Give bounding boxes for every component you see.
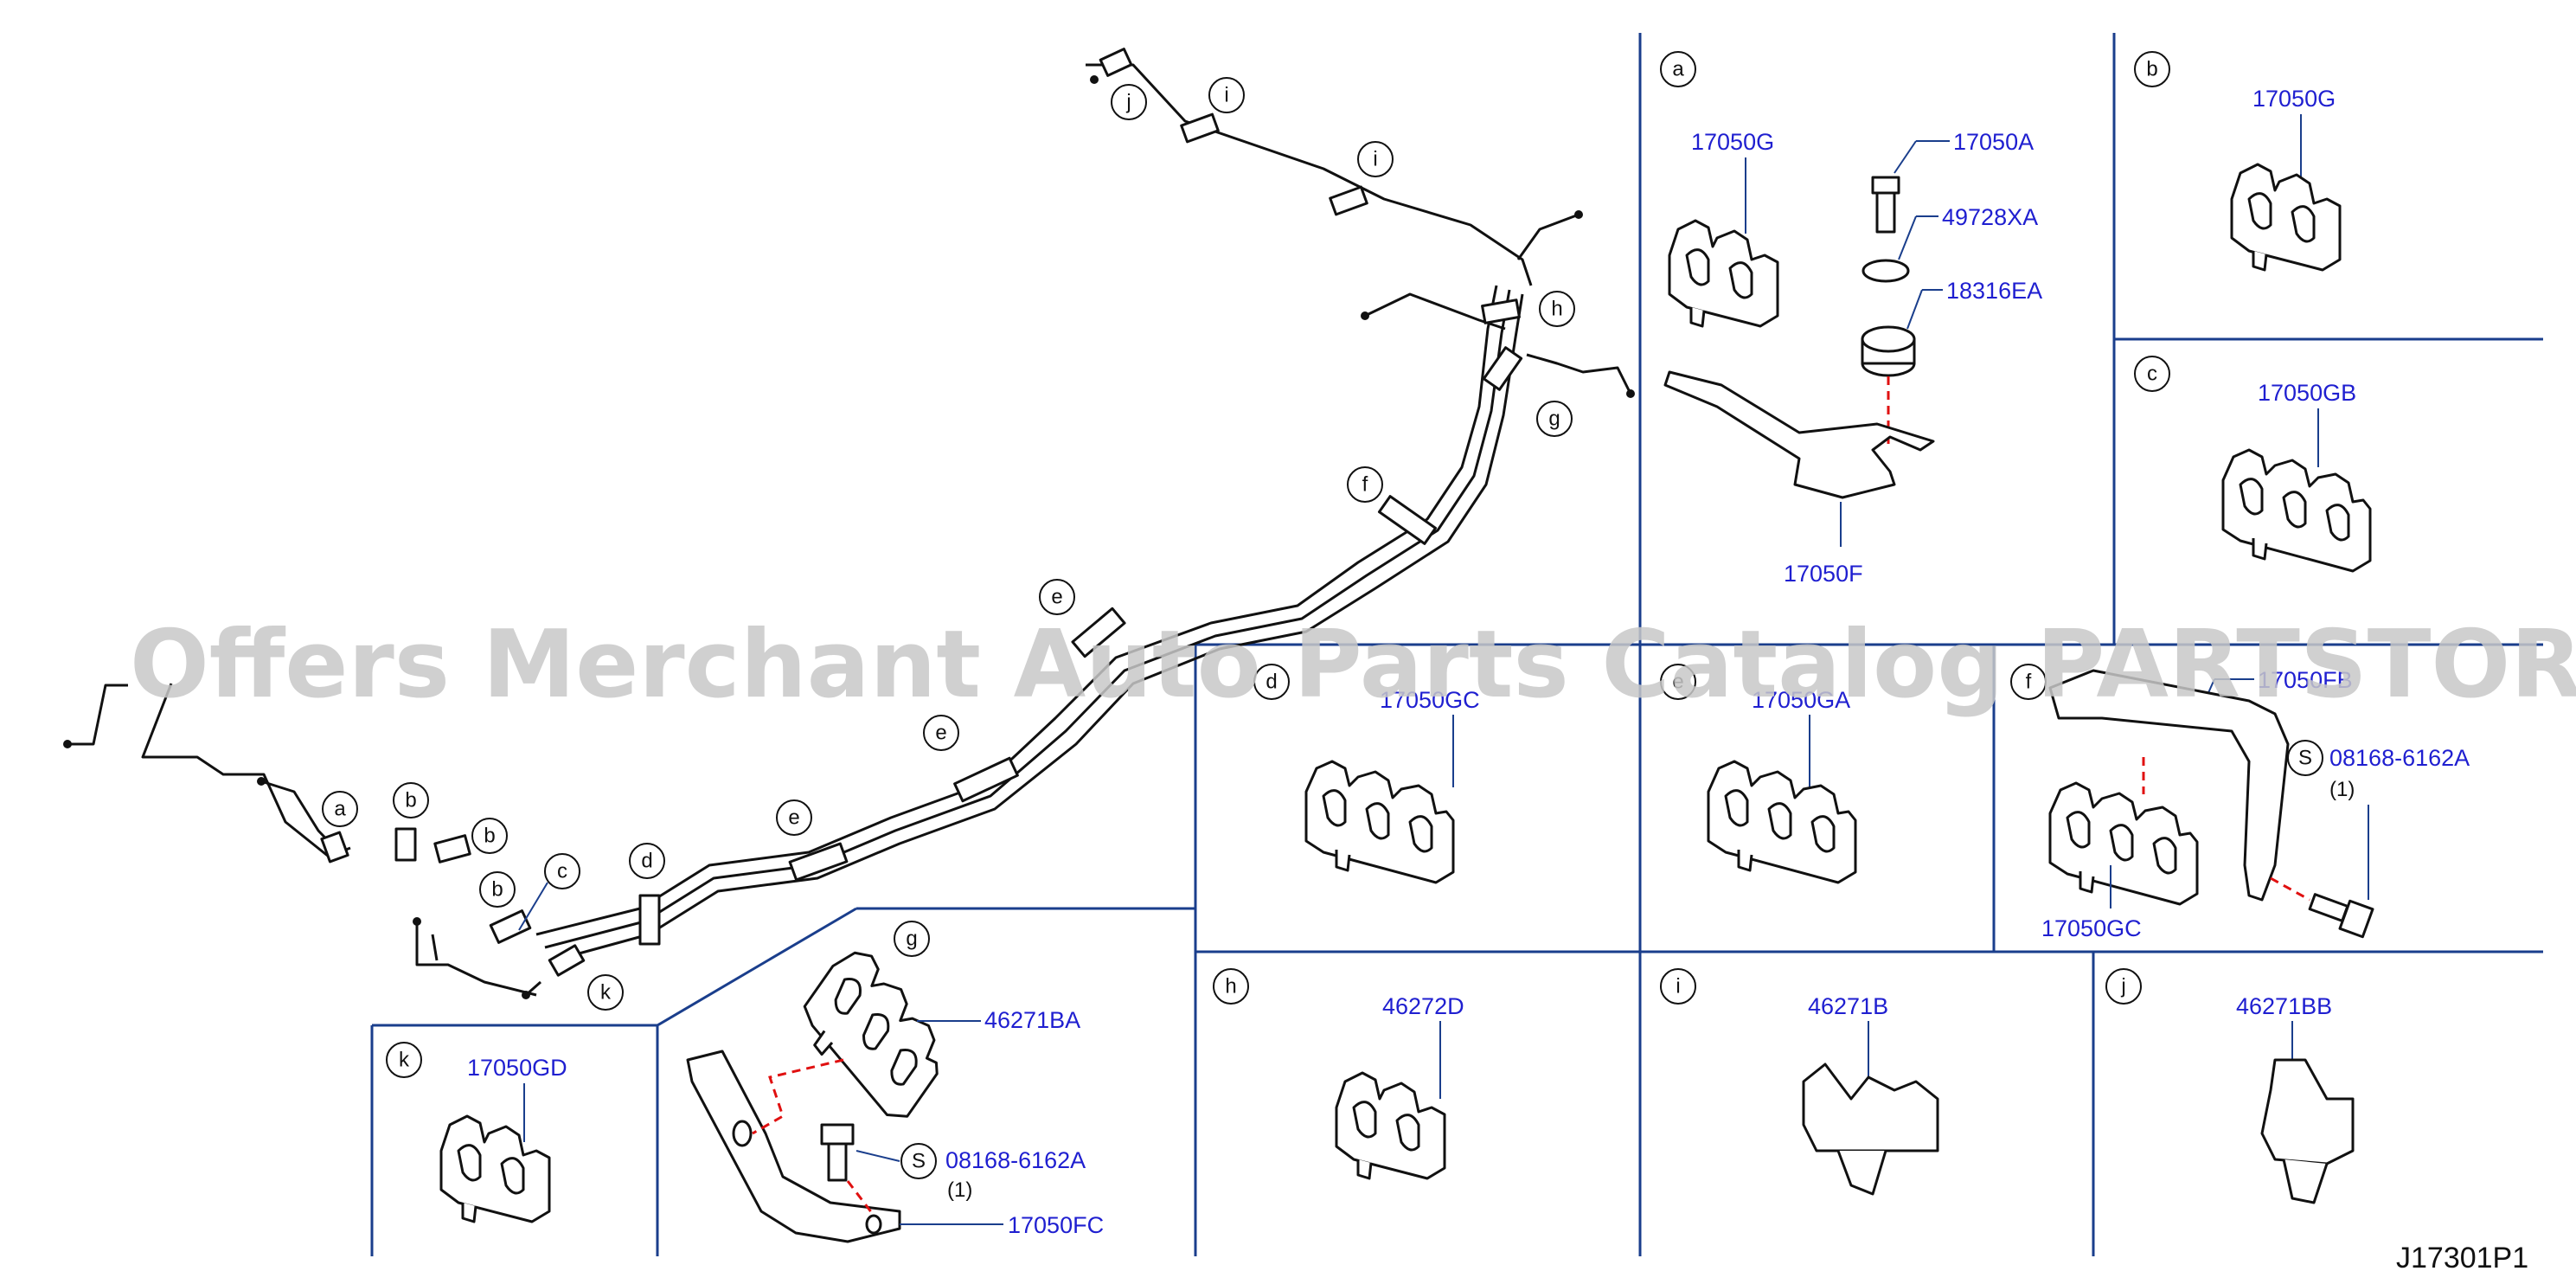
svg-text:h: h <box>1551 298 1562 321</box>
bracket <box>686 1050 901 1243</box>
panel-frames <box>370 33 2543 1256</box>
svg-text:c: c <box>557 860 567 883</box>
panel-i: i 46271B <box>1660 968 1939 1196</box>
svg-text:08168-6162A: 08168-6162A <box>2329 745 2470 771</box>
clip <box>1802 1063 1939 1152</box>
panel-c: c 17050GB <box>2134 356 2372 573</box>
washer-icon <box>1862 259 1910 283</box>
svg-text:e: e <box>788 806 799 830</box>
svg-text:i: i <box>1373 148 1377 171</box>
svg-text:a: a <box>334 798 346 821</box>
panel-g: g 46271BA S 08168-6162A (1) 17050FC <box>686 921 1104 1243</box>
svg-text:17050GC: 17050GC <box>2041 915 2142 941</box>
panel-a: a 17050G 17050A 49728XA 18316EA 17050F <box>1660 51 2042 587</box>
svg-text:k: k <box>399 1049 410 1072</box>
svg-text:17050FC: 17050FC <box>1008 1212 1104 1238</box>
overview-callouts: j i i h g f e e e d c b b b a k <box>322 77 1575 1011</box>
svg-text:h: h <box>1225 975 1236 998</box>
svg-text:b: b <box>491 878 503 902</box>
svg-text:b: b <box>2146 58 2157 81</box>
clip <box>2260 1058 2355 1165</box>
svg-text:17050F: 17050F <box>1784 561 1863 587</box>
svg-text:S: S <box>2298 747 2312 770</box>
svg-text:b: b <box>484 825 495 848</box>
svg-text:08168-6162A: 08168-6162A <box>945 1147 1086 1173</box>
svg-text:f: f <box>2026 671 2032 694</box>
svg-text:46272D: 46272D <box>1382 993 1464 1019</box>
panel-e: e 17050GA <box>1660 664 1857 884</box>
grommet-icon <box>1861 325 1916 377</box>
svg-text:f: f <box>1362 473 1368 497</box>
drawing-code: J17301P1 <box>2396 1242 2528 1274</box>
svg-text:(1): (1) <box>947 1178 972 1202</box>
svg-text:e: e <box>1051 586 1062 609</box>
svg-text:j: j <box>1125 91 1131 114</box>
svg-text:e: e <box>935 722 946 745</box>
svg-text:17050FB: 17050FB <box>2258 667 2353 693</box>
svg-text:j: j <box>2120 975 2125 998</box>
svg-text:g: g <box>1548 408 1560 431</box>
svg-text:a: a <box>1672 58 1684 81</box>
panel-d: d 17050GC <box>1253 664 1480 884</box>
svg-text:k: k <box>600 981 612 1005</box>
svg-text:49728XA: 49728XA <box>1942 204 2038 230</box>
panel-h: h 46272D <box>1213 968 1464 1180</box>
svg-text:18316EA: 18316EA <box>1946 278 2042 304</box>
svg-text:i: i <box>1224 84 1228 107</box>
bracket <box>2048 669 2290 902</box>
svg-text:c: c <box>2147 363 2157 386</box>
svg-text:d: d <box>641 850 652 873</box>
svg-text:i: i <box>1676 975 1680 998</box>
panel-k: k 17050GD <box>386 1042 567 1223</box>
svg-text:S: S <box>912 1150 926 1173</box>
panel-f: f 17050FB S 08168-6162A (1) 17050GC <box>2010 664 2470 941</box>
svg-text:d: d <box>1266 671 1277 694</box>
svg-text:46271B: 46271B <box>1808 993 1888 1019</box>
bolt-icon <box>2308 893 2374 939</box>
svg-text:g: g <box>906 928 917 951</box>
panel-b: b 17050G <box>2134 51 2342 272</box>
svg-text:b: b <box>405 789 416 812</box>
svg-text:(1): (1) <box>2329 778 2355 801</box>
svg-text:46271BB: 46271BB <box>2236 993 2332 1019</box>
bolt-icon <box>1871 176 1900 234</box>
bracket <box>1663 370 1935 499</box>
svg-text:17050G: 17050G <box>2252 86 2336 112</box>
svg-text:17050A: 17050A <box>1953 129 2034 155</box>
brake-tube-routing <box>63 48 1635 999</box>
svg-text:e: e <box>1672 671 1683 694</box>
panel-j: j 46271BB <box>2105 968 2355 1204</box>
svg-text:17050GB: 17050GB <box>2258 380 2356 406</box>
svg-text:17050GA: 17050GA <box>1752 687 1850 713</box>
svg-text:46271BA: 46271BA <box>984 1007 1080 1033</box>
svg-text:17050GC: 17050GC <box>1380 687 1480 713</box>
bolt-icon <box>820 1123 855 1182</box>
svg-text:17050GD: 17050GD <box>467 1055 567 1081</box>
watermark: Offers Merchant Auto Parts Catalog PARTS… <box>130 611 2576 719</box>
svg-text:17050G: 17050G <box>1691 129 1774 155</box>
